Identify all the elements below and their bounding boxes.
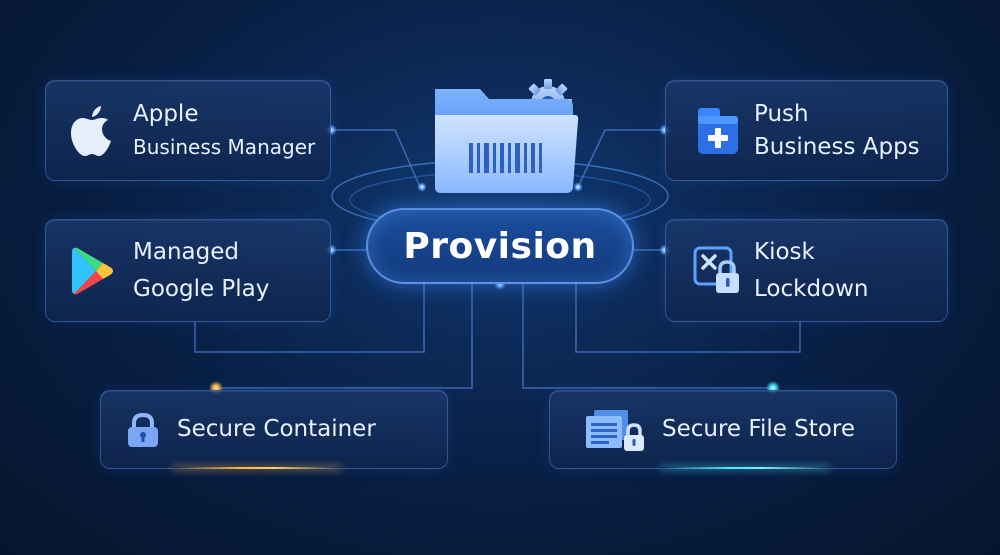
apple-icon bbox=[65, 104, 119, 158]
container-card-label: Secure Container bbox=[177, 416, 376, 442]
apple-card-subtitle: Business Manager bbox=[133, 134, 316, 159]
padlock-icon bbox=[123, 412, 163, 448]
folder-gear-icon bbox=[435, 79, 579, 193]
push-business-apps-card: Push Business Apps bbox=[665, 80, 948, 181]
managed-google-play-card: Managed Google Play bbox=[45, 219, 331, 322]
kiosk-lock-icon bbox=[692, 244, 744, 298]
kiosk-card-subtitle: Lockdown bbox=[754, 275, 869, 302]
kiosk-lockdown-card: Kiosk Lockdown bbox=[665, 219, 948, 322]
play-card-subtitle: Google Play bbox=[133, 275, 270, 302]
push-card-title: Push bbox=[754, 100, 809, 127]
google-play-icon bbox=[65, 246, 119, 296]
apple-card-title: Apple bbox=[133, 100, 199, 127]
filestore-card-label: Secure File Store bbox=[662, 416, 855, 442]
provision-hub: Provision bbox=[366, 208, 634, 284]
file-lock-icon bbox=[584, 408, 648, 452]
container-glow-underline bbox=[172, 467, 342, 469]
kiosk-card-title: Kiosk bbox=[754, 238, 815, 265]
filestore-glow-underline bbox=[660, 467, 830, 469]
apple-business-manager-card: Apple Business Manager bbox=[45, 80, 331, 181]
push-card-subtitle: Business Apps bbox=[754, 133, 920, 160]
secure-file-store-card: Secure File Store bbox=[549, 390, 897, 469]
provision-label: Provision bbox=[403, 225, 597, 267]
app-plus-icon bbox=[692, 106, 744, 156]
secure-container-card: Secure Container bbox=[100, 390, 448, 469]
play-card-title: Managed bbox=[133, 238, 239, 265]
